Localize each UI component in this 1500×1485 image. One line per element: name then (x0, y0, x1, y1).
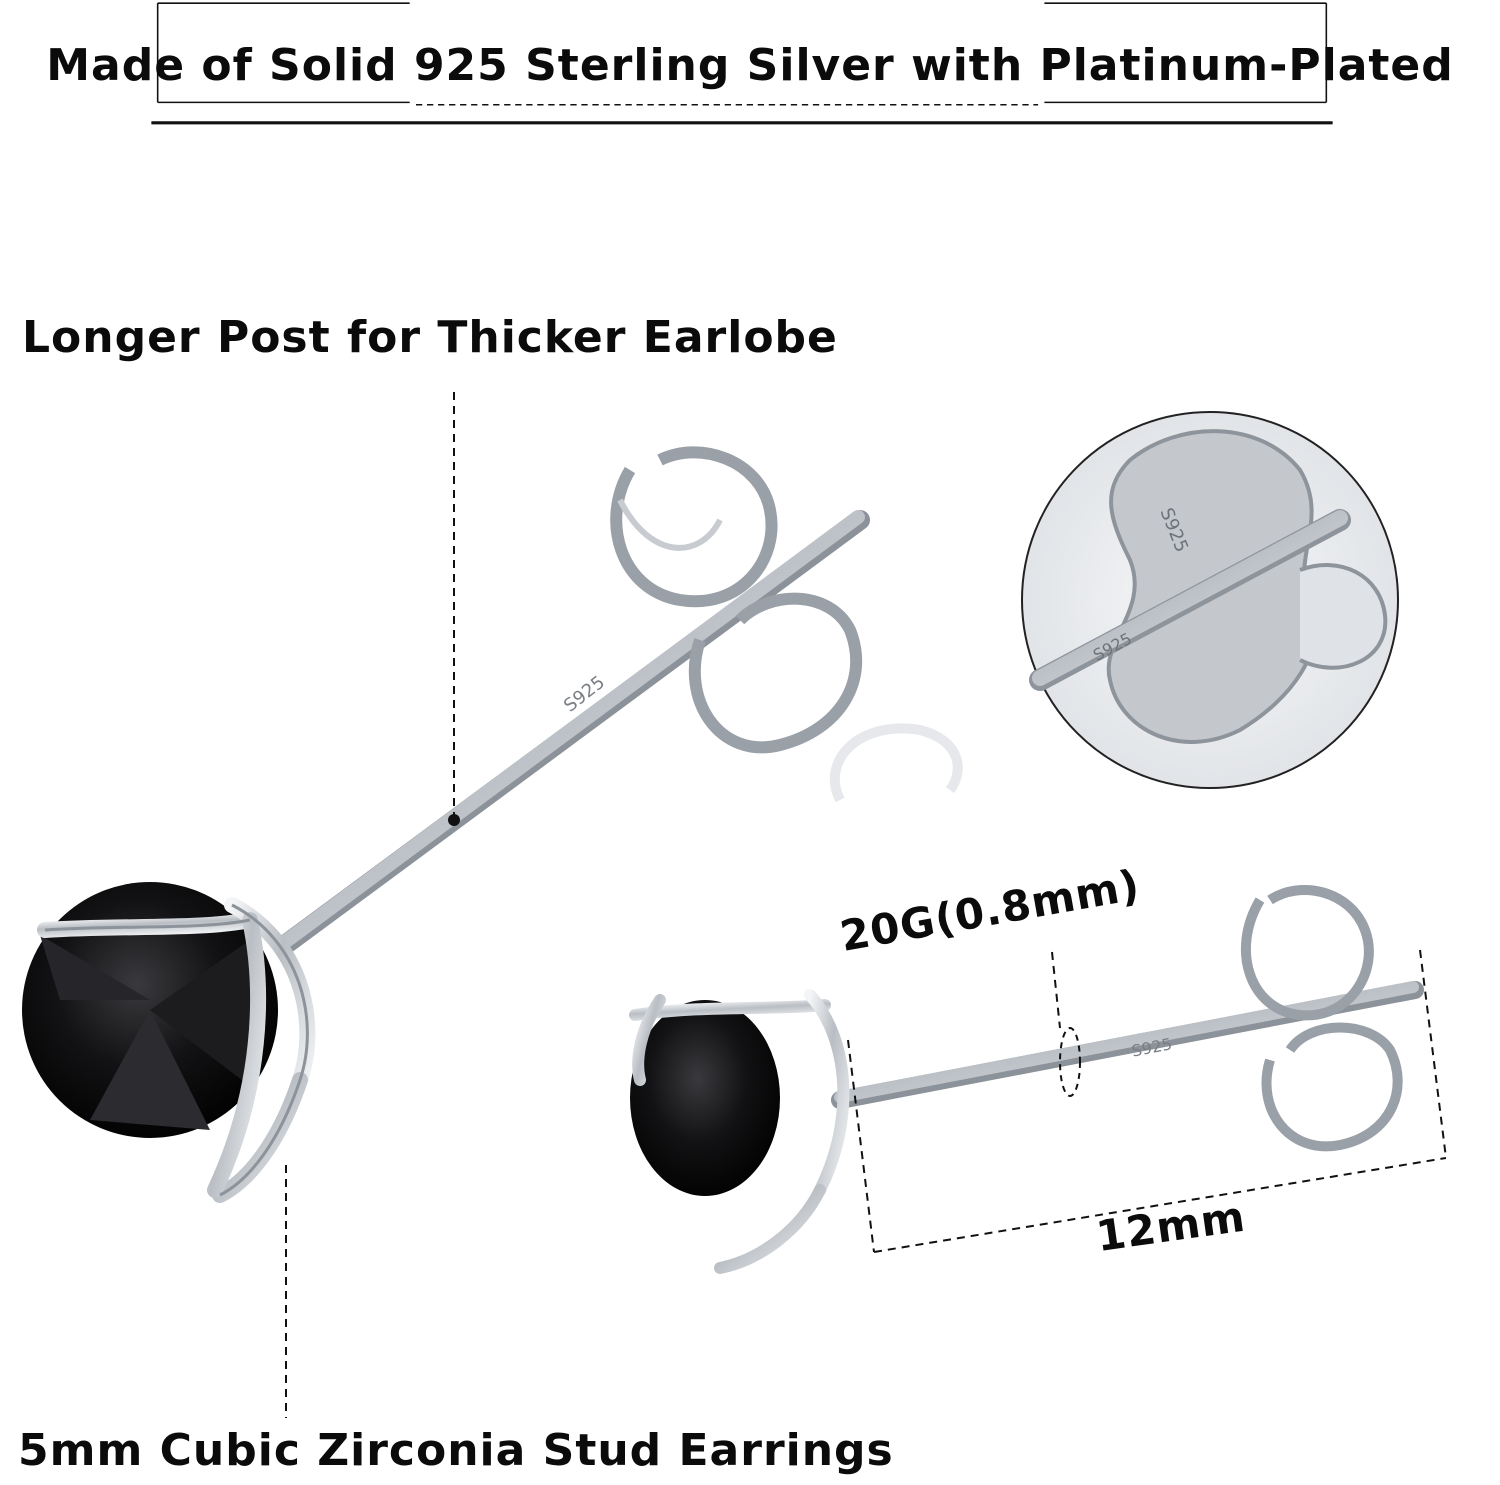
zoom-detail (1021, 411, 1399, 789)
header-frame (151, 2, 1333, 125)
small-earring (629, 885, 1424, 1274)
length-right-tick (1419, 949, 1447, 1159)
small-stone (630, 1000, 780, 1196)
gauge-callout-line (1051, 951, 1061, 1029)
callout-guides (285, 392, 1447, 1418)
header-title: Made of Solid 925 Sterling Silver with P… (46, 40, 1454, 91)
small-butterfly-back (1241, 885, 1403, 1152)
post-callout-label: Longer Post for Thicker Earlobe (22, 312, 838, 363)
large-earring (22, 446, 963, 1203)
length-dimension-line (873, 1157, 1447, 1253)
post-callout-dot (448, 814, 460, 826)
large-butterfly-back (610, 446, 863, 754)
stud-callout-label: 5mm Cubic Zirconia Stud Earrings (18, 1425, 894, 1476)
gauge-ring (1059, 1027, 1081, 1097)
length-left-tick (847, 1039, 875, 1253)
